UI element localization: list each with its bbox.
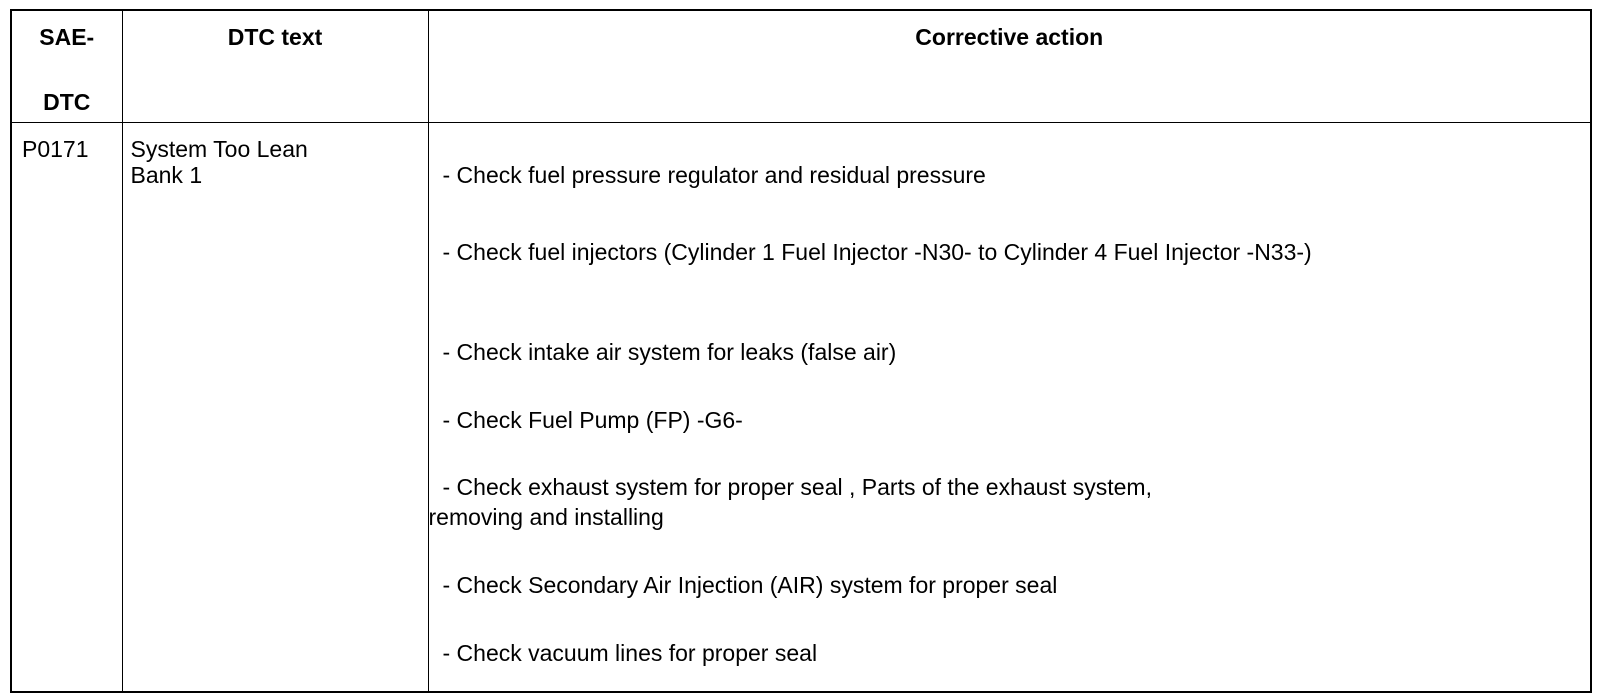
action-item: - Check exhaust system for proper seal ,… (429, 472, 1581, 532)
dtc-description: System Too Lean Bank 1 (131, 136, 391, 188)
header-sae-line1: SAE- (39, 24, 95, 50)
header-dtc-text: DTC text (121, 9, 429, 123)
corrective-actions-cell: - Check fuel pressure regulator and resi… (427, 121, 1592, 693)
action-item: - Check fuel pressure regulator and resi… (443, 160, 1581, 190)
header-sae-line2: DTC (43, 89, 91, 115)
dtc-description-line1: System Too Lean (130, 135, 308, 162)
action-item: - Check vacuum lines for proper seal (443, 638, 1581, 668)
action-item-text: - Check intake air system for leaks (fal… (442, 338, 897, 365)
action-item: - Check intake air system for leaks (fal… (443, 337, 1581, 367)
dtc-table: SAE- DTC DTC text Corrective action P017… (10, 9, 1592, 693)
action-item: - Check Secondary Air Injection (AIR) sy… (443, 570, 1581, 600)
action-item-text-continued: removing and installing (428, 503, 664, 530)
header-row: SAE- DTC DTC text Corrective action (10, 9, 1592, 123)
header-corrective-action: Corrective action (427, 9, 1592, 123)
dtc-description-cell: System Too Lean Bank 1 (121, 121, 429, 693)
dtc-code-cell: P0171 (10, 121, 123, 693)
action-item-text: - Check exhaust system for proper seal ,… (442, 473, 1152, 500)
dtc-code: P0171 (22, 135, 89, 162)
action-item: - Check Fuel Pump (FP) -G6- (443, 405, 1581, 435)
dtc-description-line2: Bank 1 (130, 161, 203, 188)
header-dtc-text-label: DTC text (227, 24, 323, 50)
header-corrective-action-label: Corrective action (915, 24, 1104, 50)
action-item: - Check fuel injectors (Cylinder 1 Fuel … (443, 237, 1581, 267)
table-row: P0171 System Too Lean Bank 1 - Check fue… (10, 121, 1592, 693)
action-item-text: - Check fuel pressure regulator and resi… (442, 161, 986, 188)
action-item-text: - Check vacuum lines for proper seal (442, 639, 818, 666)
action-item-text: - Check Fuel Pump (FP) -G6- (442, 406, 743, 433)
action-item-text: - Check Secondary Air Injection (AIR) sy… (442, 571, 1058, 598)
action-item-text: - Check fuel injectors (Cylinder 1 Fuel … (442, 238, 1312, 265)
header-sae-dtc: SAE- DTC (10, 9, 123, 123)
